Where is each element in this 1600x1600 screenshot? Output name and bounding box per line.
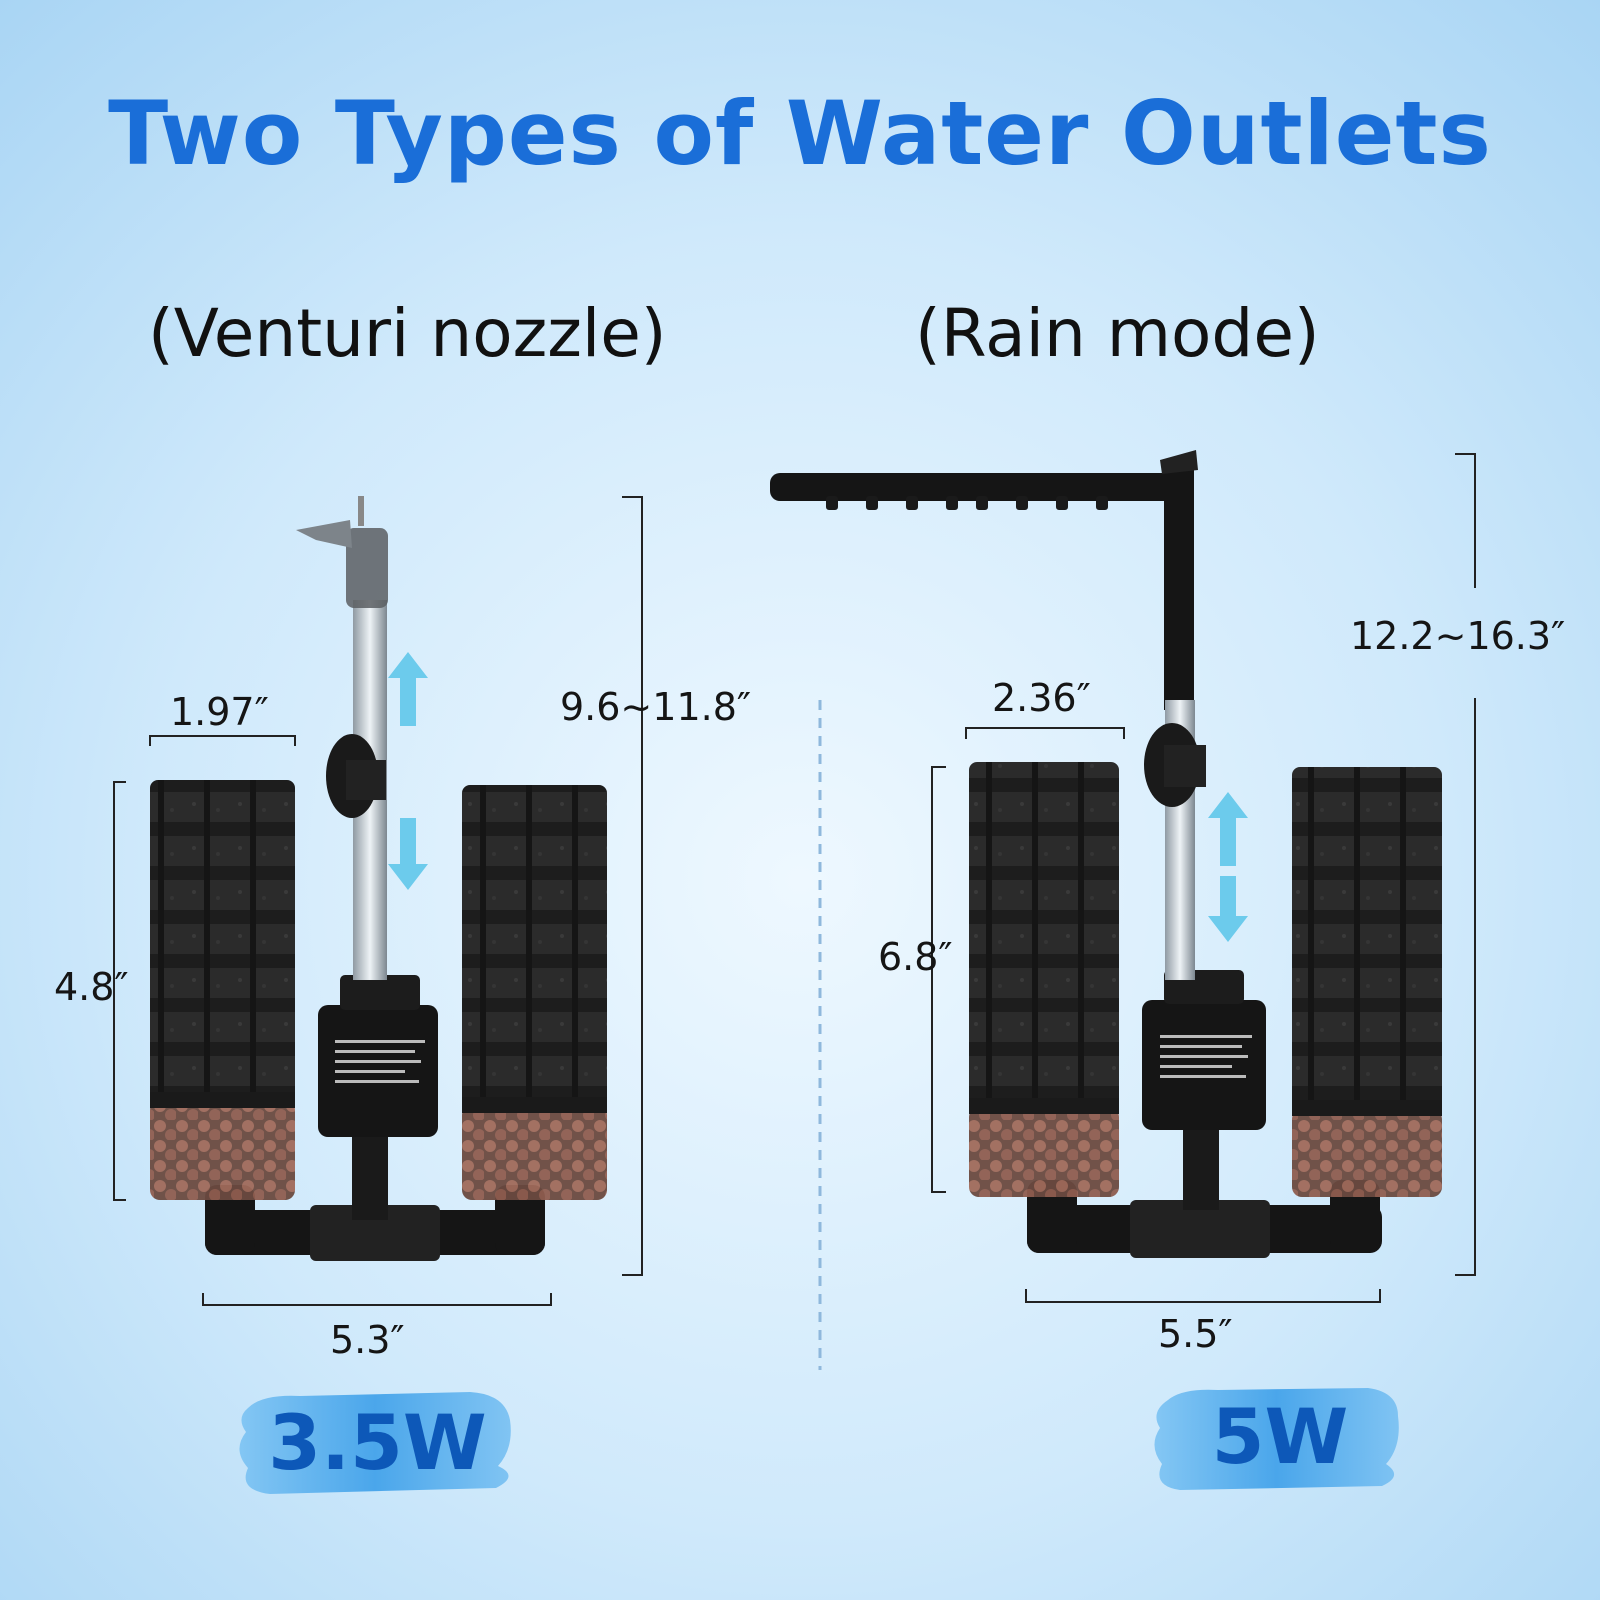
right-filter <box>770 450 1442 1258</box>
left-power-badge: 3.5W <box>268 1398 487 1487</box>
arrow-down-icon <box>1208 876 1248 942</box>
right-total-height-label: 12.2~16.3″ <box>1350 614 1566 658</box>
right-power-badge: 5W <box>1211 1392 1349 1481</box>
right-subtitle: (Rain mode) <box>915 295 1320 372</box>
page-title: Two Types of Water Outlets <box>108 82 1492 185</box>
left-badge-background <box>239 1392 511 1494</box>
right-dimension-lines <box>931 453 1476 1303</box>
left-filter <box>150 496 607 1261</box>
arrow-up-icon <box>388 652 428 726</box>
arrow-up-icon <box>1208 792 1248 866</box>
right-badge-background <box>1154 1388 1399 1490</box>
arrow-down-icon <box>388 818 428 890</box>
right-sponge-height-label: 6.8″ <box>878 935 953 979</box>
left-total-height-label: 9.6~11.8″ <box>560 685 752 729</box>
left-base-width-label: 5.3″ <box>330 1318 405 1362</box>
right-sponge-width-label: 2.36″ <box>992 676 1091 720</box>
right-base-width-label: 5.5″ <box>1158 1312 1233 1356</box>
left-sponge-height-label: 4.8″ <box>54 965 129 1009</box>
left-dimension-lines <box>113 496 643 1306</box>
left-subtitle: (Venturi nozzle) <box>148 295 667 372</box>
left-sponge-width-label: 1.97″ <box>170 690 269 734</box>
